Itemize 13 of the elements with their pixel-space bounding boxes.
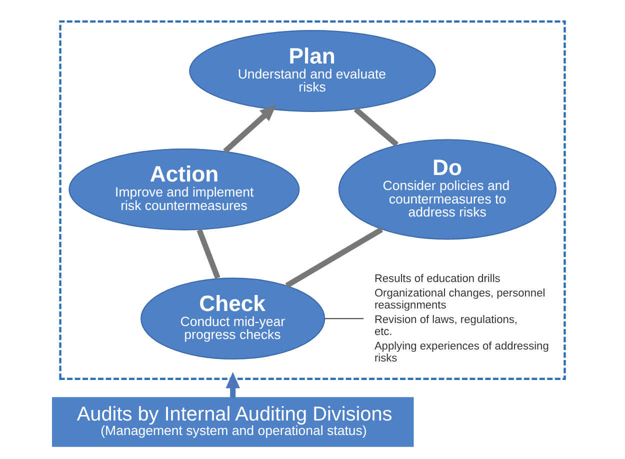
connector bbox=[354, 107, 399, 147]
arrow bbox=[226, 372, 240, 398]
connector bbox=[324, 318, 364, 320]
node-ellipse: Action Improve and implement risk countermeasures bbox=[68, 148, 300, 230]
node-ellipse: Plan Understand and evaluate risks bbox=[189, 30, 436, 112]
node-ellipse: Do Consider policies and countermeasures to address risks bbox=[338, 139, 557, 240]
cluster bbox=[59, 20, 566, 380]
connector bbox=[196, 229, 220, 280]
arrow bbox=[223, 104, 276, 154]
node-box: Audits by Internal Auditing Divisions (Management system and operational status) bbox=[52, 397, 414, 447]
node-ellipse: Check Conduct mid-year progress checks bbox=[140, 278, 326, 360]
node-text: Results of education drills Organizational changes, personnel reassignments Revision of laws, regulations, etc. Applying experiences of addressing risks bbox=[374, 273, 549, 365]
connector bbox=[285, 227, 384, 288]
